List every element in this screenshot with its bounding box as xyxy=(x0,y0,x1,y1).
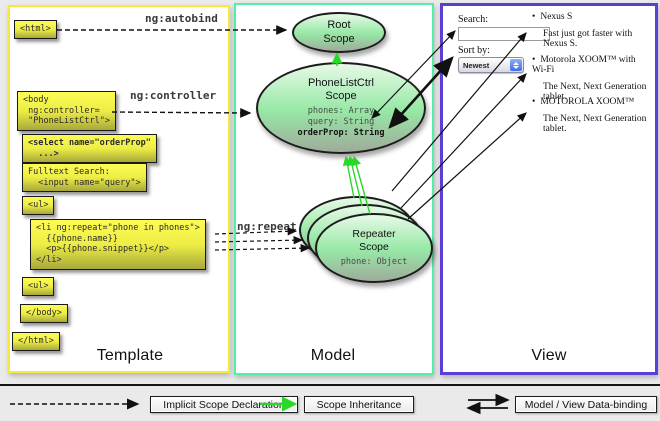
code-select: <select name="orderProp" ...> xyxy=(22,134,157,164)
code-html-close: </html> xyxy=(12,332,60,351)
template-panel-label: Template xyxy=(96,347,164,364)
code-ul-close: <ul> xyxy=(22,277,55,296)
code-html-open: <html> xyxy=(14,20,57,39)
code-ul-open: <ul> xyxy=(22,196,55,215)
code-body-close: </body> xyxy=(20,304,68,323)
label-ng-controller: ng:controller xyxy=(130,89,217,102)
legend-data-binding: Model / View Data-binding xyxy=(515,396,657,413)
select-stepper-icon xyxy=(510,59,522,71)
prop-query: query: String xyxy=(307,117,375,128)
root-scope-title: Root Scope xyxy=(323,19,355,45)
phone-title: Motorola XOOM™ with Wi-Fi xyxy=(532,55,650,75)
model-panel xyxy=(234,3,434,375)
model-panel-label: Model xyxy=(310,347,356,364)
code-fulltext-search: Fulltext Search: <input name="query"> xyxy=(22,163,147,193)
list-item: Motorola XOOM™ with Wi-Fi The Next, Next… xyxy=(532,55,650,102)
legend-implicit-scope: Implicit Scope Declaration xyxy=(150,396,298,413)
view-panel-label: View xyxy=(531,347,567,364)
phone-title: Nexus S xyxy=(532,12,650,22)
repeater-scope-ellipse-front: Repeater Scope phone: Object xyxy=(315,213,433,283)
repeater-scope-title: Repeater Scope xyxy=(352,228,396,253)
phonelistctrl-scope-title: PhoneListCtrl Scope xyxy=(307,76,375,102)
label-ng-repeat: ng:repeat xyxy=(237,220,297,233)
search-label: Search: xyxy=(458,14,488,25)
code-li-repeat: <li ng:repeat="phone in phones"> {{phone… xyxy=(30,219,206,270)
phone-snippet: Fast just got faster with Nexus S. xyxy=(543,29,633,49)
sort-by-label: Sort by: xyxy=(458,45,490,56)
prop-orderprop: orderProp: String xyxy=(297,128,385,139)
phone-snippet: The Next, Next Generation tablet. xyxy=(543,114,647,134)
code-body-open: <body ng:controller= "PhoneListCtrl"> xyxy=(17,91,116,131)
phonelistctrl-scope-ellipse: PhoneListCtrl Scope phones: Array query:… xyxy=(256,62,426,154)
sort-select-value: Newest xyxy=(463,60,490,70)
prop-phones: phones: Array xyxy=(307,106,375,117)
list-item: Nexus S Fast just got faster with Nexus … xyxy=(532,12,650,49)
legend-divider xyxy=(0,384,660,386)
label-ng-autobind: ng:autobind xyxy=(145,12,218,25)
legend-scope-inheritance: Scope Inheritance xyxy=(304,396,414,413)
phone-title: MOTOROLA XOOM™ xyxy=(532,97,650,107)
sort-select[interactable]: Newest xyxy=(458,57,524,73)
root-scope-ellipse: Root Scope xyxy=(292,12,386,53)
list-item: MOTOROLA XOOM™ The Next, Next Generation… xyxy=(532,97,650,134)
prop-phone: phone: Object xyxy=(340,256,408,267)
